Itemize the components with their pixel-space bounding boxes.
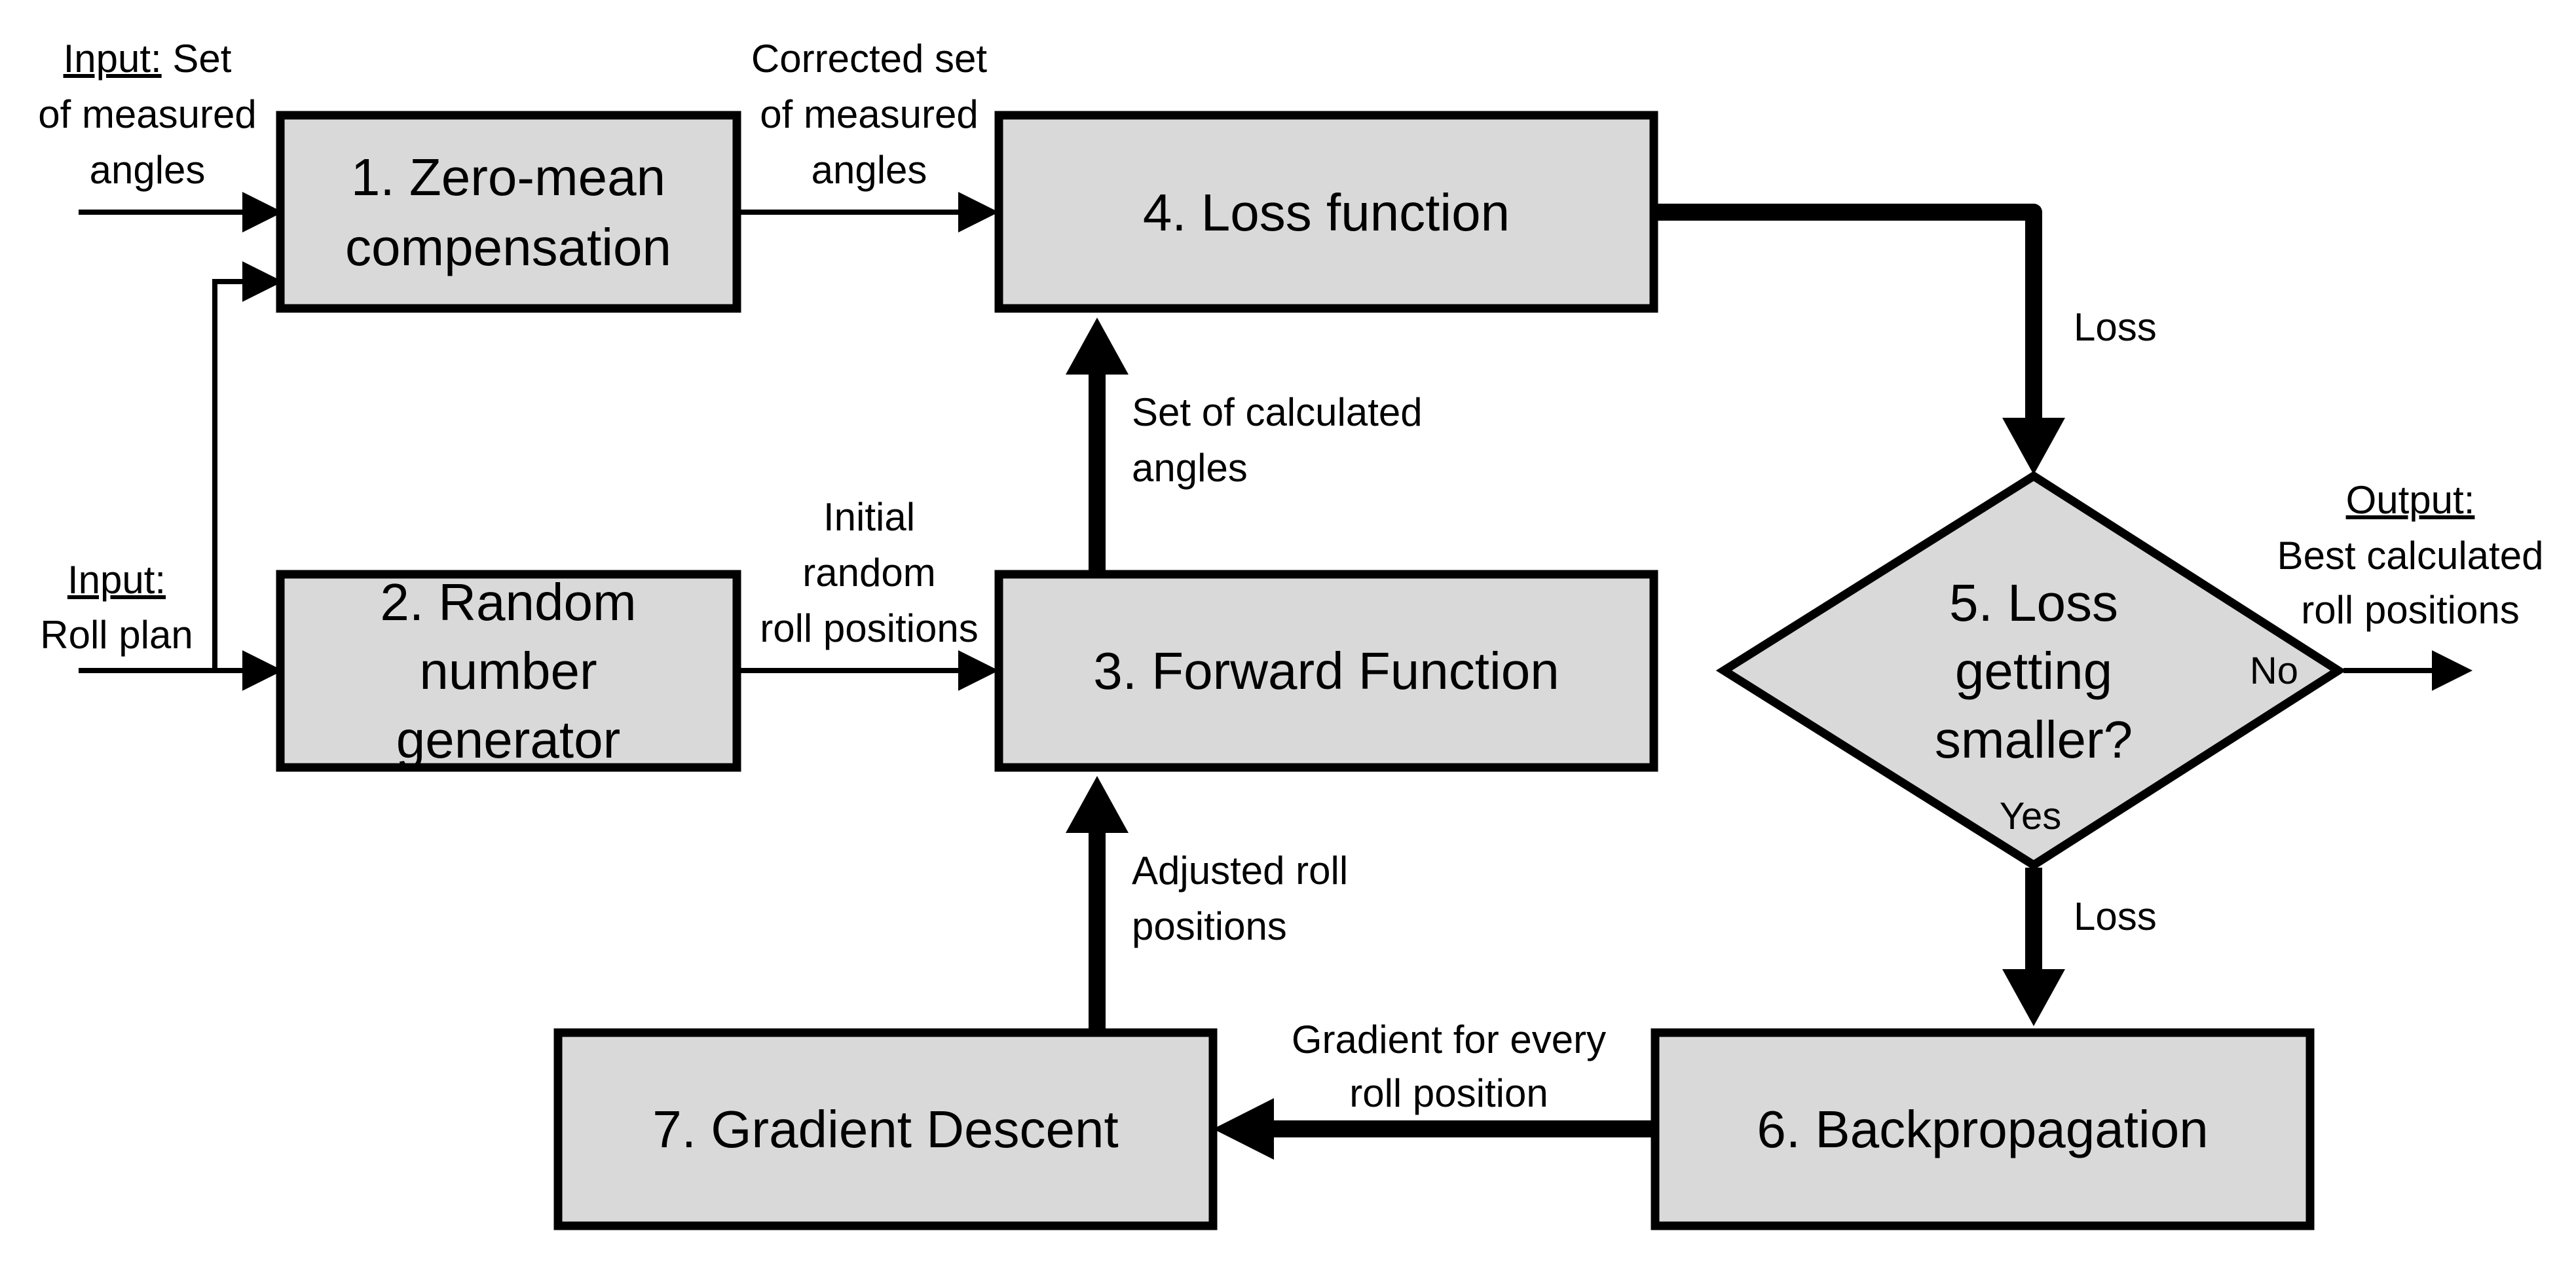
output-label: Output: Best calculated roll positions	[2277, 478, 2544, 632]
input-roll-plan-label: Input: Roll plan	[40, 558, 193, 657]
edge-label-calculated-angles: Set of calculated angles	[1132, 390, 1423, 490]
connectors	[79, 192, 2473, 1160]
arrowhead-rollplan-branch	[242, 261, 283, 302]
arrowhead-gradient-to-forward	[1066, 776, 1129, 833]
edge-label-line: angles	[812, 148, 927, 192]
edge-label-line: Set of calculated	[1132, 390, 1423, 434]
input-measured-angles-label: Input: Set of measured angles	[38, 37, 257, 192]
edge-label-line: roll position	[1349, 1071, 1548, 1115]
node-label-line: 3. Forward Function	[1093, 642, 1559, 700]
node-label-line: getting	[1955, 642, 2112, 700]
input-label-line: angles	[90, 148, 206, 192]
edge-label-adjusted-roll-positions: Adjusted roll positions	[1132, 849, 1348, 948]
arrowhead-loss-to-decision	[2002, 418, 2065, 475]
node-label-line: number	[419, 642, 597, 700]
decision-no-label: No	[2250, 650, 2298, 692]
edge-label-line: Initial	[823, 495, 915, 539]
node-label-line: 1. Zero-mean	[351, 148, 665, 206]
arrowhead-zeromean-to-loss	[958, 192, 999, 232]
node-label-line: 4. Loss function	[1143, 183, 1510, 242]
edge-rollplan-branch	[212, 279, 249, 671]
arrowhead-forward-to-loss	[1066, 318, 1129, 375]
arrowhead-random-to-forward	[958, 650, 999, 691]
node-gradient-descent: 7. Gradient Descent	[553, 1028, 1218, 1230]
node-label-line: compensation	[345, 218, 671, 276]
node-forward-function: 3. Forward Function	[994, 570, 1658, 772]
arrowhead-backprop-to-gradient	[1213, 1098, 1274, 1160]
input-heading-rest: Set	[162, 37, 232, 81]
node-label-line: 2. Random	[380, 573, 636, 631]
edge-label-line: Loss	[2074, 305, 2157, 349]
node-zero-mean-compensation: 1. Zero-mean compensation	[276, 111, 741, 313]
node-label-line: 7. Gradient Descent	[652, 1100, 1118, 1158]
edge-label-line: Adjusted roll	[1132, 849, 1348, 893]
input-label-line: of measured	[38, 92, 257, 136]
node-random-number-generator: 2. Random number generator	[276, 570, 741, 772]
edge-label-gradient-every-roll-position: Gradient for every roll position	[1292, 1018, 1606, 1115]
arrowhead-decision-to-backprop	[2002, 969, 2065, 1026]
arrowhead-input-rollplan	[242, 650, 283, 691]
edge-label-line: of measured	[760, 92, 979, 136]
output-label-line: Best calculated	[2277, 534, 2544, 578]
node-loss-function: 4. Loss function	[994, 111, 1658, 313]
arrowhead-input-measured	[242, 192, 283, 232]
node-label-line: 5. Loss	[1949, 574, 2118, 632]
node-label-line: generator	[396, 710, 620, 769]
edge-label-corrected-angles: Corrected set of measured angles	[751, 37, 987, 192]
edge-label-line: angles	[1132, 446, 1248, 490]
edge-label-line: Loss	[2074, 894, 2157, 938]
edge-label-line: Corrected set	[751, 37, 987, 81]
edge-label-loss-bottom: Loss	[2074, 894, 2157, 938]
input-heading-line: Input: Set	[64, 37, 232, 81]
output-label-line: roll positions	[2301, 588, 2520, 632]
input-label-line: Roll plan	[40, 613, 193, 657]
decision-yes-label: Yes	[2000, 795, 2062, 838]
edge-label-initial-roll-positions: Initial random roll positions	[760, 495, 979, 650]
edge-label-line: positions	[1132, 904, 1287, 948]
node-decision-loss-smaller: 5. Loss getting smaller? No Yes	[1715, 471, 2347, 870]
input-heading: Input:	[67, 558, 166, 602]
edge-label-line: Gradient for every	[1292, 1018, 1606, 1061]
input-heading: Input:	[64, 37, 162, 81]
edge-label-loss-top: Loss	[2074, 305, 2157, 349]
output-heading: Output:	[2346, 478, 2475, 522]
node-label-line: 6. Backpropagation	[1757, 1100, 2208, 1158]
node-backpropagation: 6. Backpropagation	[1651, 1028, 2315, 1230]
node-label-line: smaller?	[1935, 710, 2133, 769]
edge-label-line: random	[802, 551, 935, 595]
arrowhead-decision-to-output	[2432, 650, 2473, 691]
edge-label-line: roll positions	[760, 606, 979, 650]
edge-loss-to-decision	[1657, 204, 2042, 419]
